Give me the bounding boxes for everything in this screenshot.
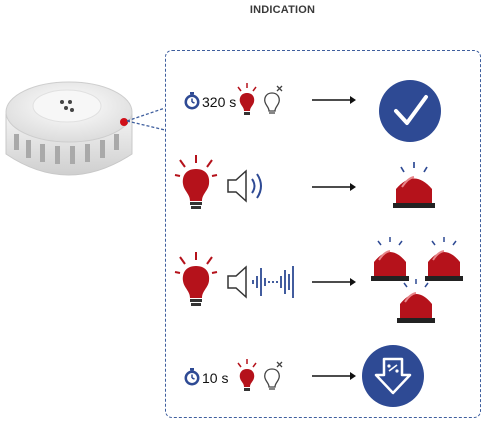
arrow-icon (312, 96, 356, 104)
row-4-label: 10 s (202, 370, 229, 386)
row-1-label: 320 s (202, 94, 237, 110)
smoke-detector-image (5, 81, 133, 176)
lamp-off-icon (264, 85, 283, 114)
speaker-icon (227, 169, 262, 203)
lamp-off-icon (264, 361, 283, 390)
arrow-icon (312, 278, 356, 286)
download-arrow-circle-icon (362, 345, 424, 407)
red-lamp-icon (174, 155, 218, 209)
red-lamp-icon (237, 359, 257, 391)
check-circle-icon (379, 80, 441, 142)
arrow-icon (312, 372, 356, 380)
indication-panel (165, 50, 481, 418)
red-lamp-icon (174, 252, 218, 306)
pulsing-speaker-icon (227, 265, 294, 299)
three-beacons-icon (371, 237, 463, 323)
page-title: INDICATION (249, 4, 316, 16)
beacon-icon (393, 162, 435, 208)
red-lamp-icon (237, 83, 257, 115)
timer-icon (184, 368, 200, 386)
connector-line (126, 107, 166, 131)
timer-icon (184, 92, 200, 110)
arrow-icon (312, 183, 356, 191)
